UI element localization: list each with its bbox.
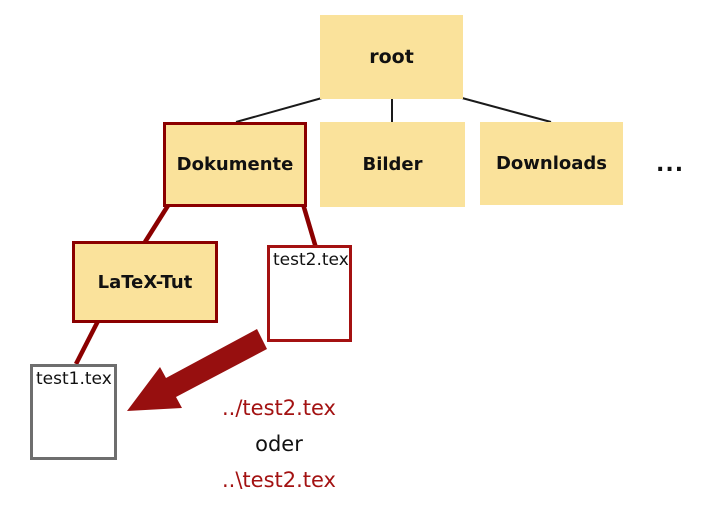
node-folder-downloads: Downloads	[480, 122, 623, 205]
node-folder-latex-tut: LaTeX-Tut	[72, 241, 218, 323]
node-label-root: root	[369, 46, 414, 68]
edge-dokumente-test2	[300, 203, 319, 249]
node-folder-dokumente: Dokumente	[163, 122, 307, 207]
relative-path-conjunction: oder	[255, 432, 303, 456]
node-label-downloads: Downloads	[495, 153, 608, 174]
node-file-test1: test1.tex	[30, 364, 117, 460]
edge-latextut-test1	[73, 319, 101, 366]
node-folder-bilder: Bilder	[320, 122, 465, 207]
node-label-test2: test2.tex	[273, 250, 349, 270]
relative-path-unix: ../test2.tex	[221, 396, 336, 420]
edge-root-downloads	[461, 97, 552, 123]
node-label-latex-tut: LaTeX-Tut	[97, 271, 193, 293]
relative-path-windows: ..\test2.tex	[221, 468, 336, 492]
relative-path-arrow	[127, 329, 267, 411]
edge-root-dokumente	[235, 97, 323, 123]
node-label-bilder: Bilder	[362, 154, 423, 175]
more-folders-ellipsis: ...	[656, 152, 685, 177]
node-label-dokumente: Dokumente	[176, 154, 294, 175]
node-file-test2: test2.tex	[267, 245, 352, 342]
node-label-test1: test1.tex	[36, 369, 112, 389]
node-folder-root: root	[320, 15, 463, 99]
edge-dokumente-latextut	[143, 202, 171, 244]
